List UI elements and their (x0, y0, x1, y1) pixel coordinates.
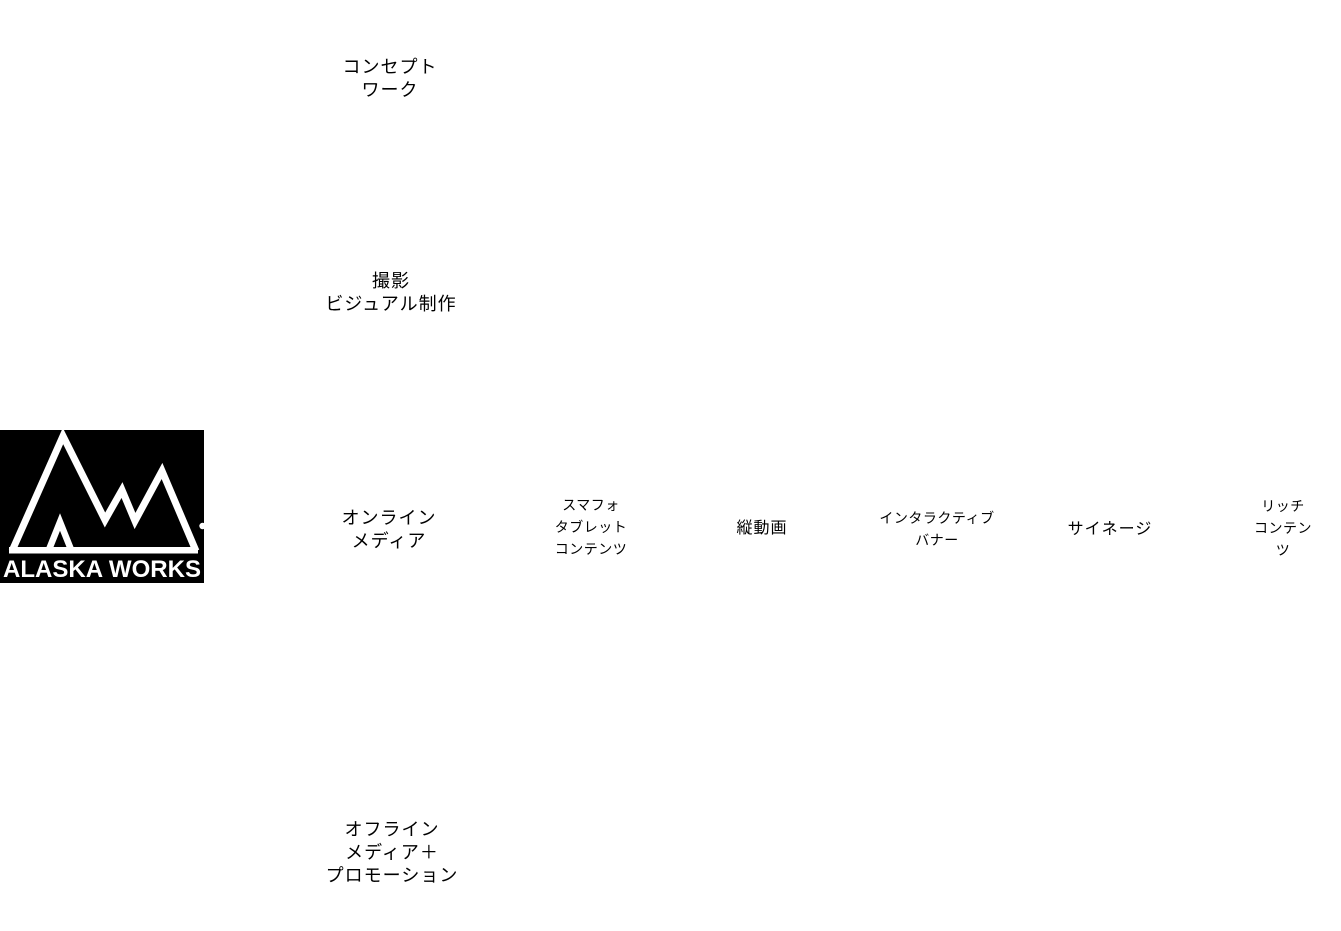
subitem-signage[interactable]: サイネージ (1067, 521, 1153, 538)
category-photo-visual-production[interactable]: 撮影 ビジュアル制作 (325, 271, 457, 314)
category-offline-media-promotion[interactable]: オフライン メディア＋ プロモーション (325, 819, 459, 886)
mountain-logo-icon: ALASKA WORKS (0, 430, 204, 583)
logo-period-dot (199, 522, 204, 530)
category-concept-work[interactable]: コンセプト ワーク (342, 57, 438, 100)
alaska-works-logo[interactable]: ALASKA WORKS (0, 430, 204, 583)
subitem-smartphone-tablet-content[interactable]: スマフォ タブレット コンテンツ (554, 497, 628, 557)
logo-wordmark: ALASKA WORKS (3, 556, 201, 583)
subitem-rich-content[interactable]: リッチ コンテンツ (1254, 498, 1312, 558)
subitem-interactive-banner[interactable]: インタラクティブ バナー (879, 510, 995, 548)
subitem-vertical-video[interactable]: 縦動画 (736, 520, 788, 537)
category-online-media[interactable]: オンライン メディア (341, 508, 437, 551)
